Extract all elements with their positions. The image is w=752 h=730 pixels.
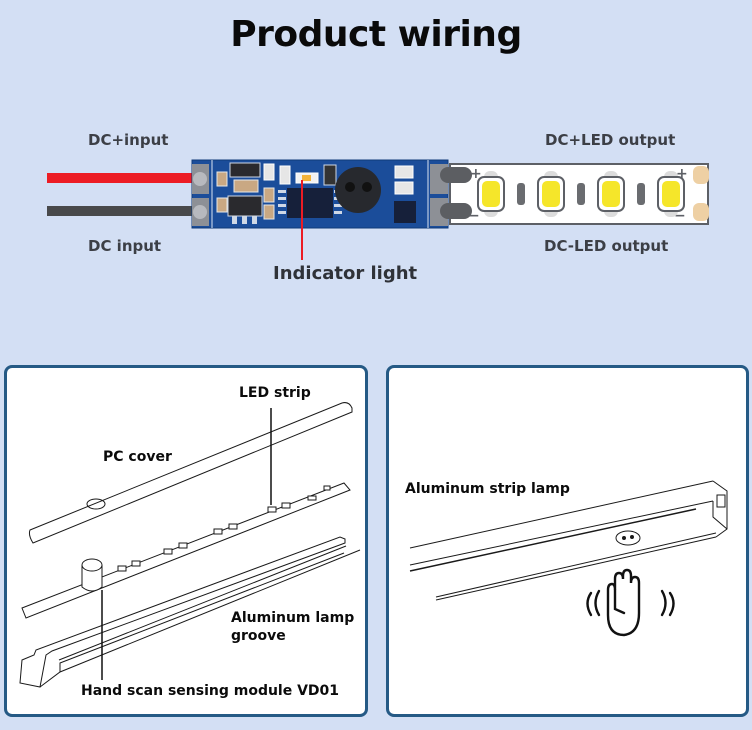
dc-plus-input-label: DC+input: [88, 131, 169, 149]
page-title: Product wiring: [230, 14, 522, 55]
connector-plus: [440, 167, 472, 183]
strip-plus-left: +: [470, 166, 482, 182]
pc-cover-label: PC cover: [103, 449, 172, 465]
resistor: [517, 183, 525, 205]
aluminum-groove-label-1: Aluminum lamp: [231, 610, 355, 626]
led-strip-label: LED strip: [239, 385, 311, 401]
resistor: [577, 183, 585, 205]
led-lens: [542, 181, 560, 207]
lamp-top-edge: [409, 480, 714, 549]
led-lens: [662, 181, 680, 207]
negative-wire: [47, 206, 195, 216]
dc-plus-led-output-label: DC+LED output: [545, 131, 676, 149]
assembly-diagram: [19, 402, 361, 688]
usage-diagram: [409, 480, 728, 637]
indicator-led: [302, 175, 311, 181]
led-lens: [482, 181, 500, 207]
indicator-leader-line: [301, 180, 303, 260]
indicator-light-label: Indicator light: [273, 263, 418, 284]
strip-minus-left: −: [468, 208, 480, 224]
aluminum-strip-lamp-label: Aluminum strip lamp: [405, 481, 570, 497]
pc-cover-shape: [28, 402, 353, 544]
connector-minus: [440, 203, 472, 219]
aluminum-groove-shape: [19, 536, 346, 688]
strip-minus-right: −: [674, 208, 686, 224]
dc-input-label: DC input: [88, 237, 162, 255]
sensor-module-pcb: [191, 159, 449, 229]
hand-wave-icon: [586, 568, 675, 637]
led-lens: [602, 181, 620, 207]
module-label: Hand scan sensing module VD01: [81, 683, 340, 699]
sensor-lens: [335, 167, 381, 213]
strip-plus-right: +: [676, 166, 688, 182]
dc-minus-led-output-label: DC-LED output: [544, 237, 669, 255]
resistor: [637, 183, 645, 205]
led-strip: + − + −: [440, 163, 709, 225]
usage-panel: [386, 365, 749, 717]
positive-wire: [47, 173, 195, 183]
aluminum-groove-label-2: groove: [231, 628, 286, 644]
